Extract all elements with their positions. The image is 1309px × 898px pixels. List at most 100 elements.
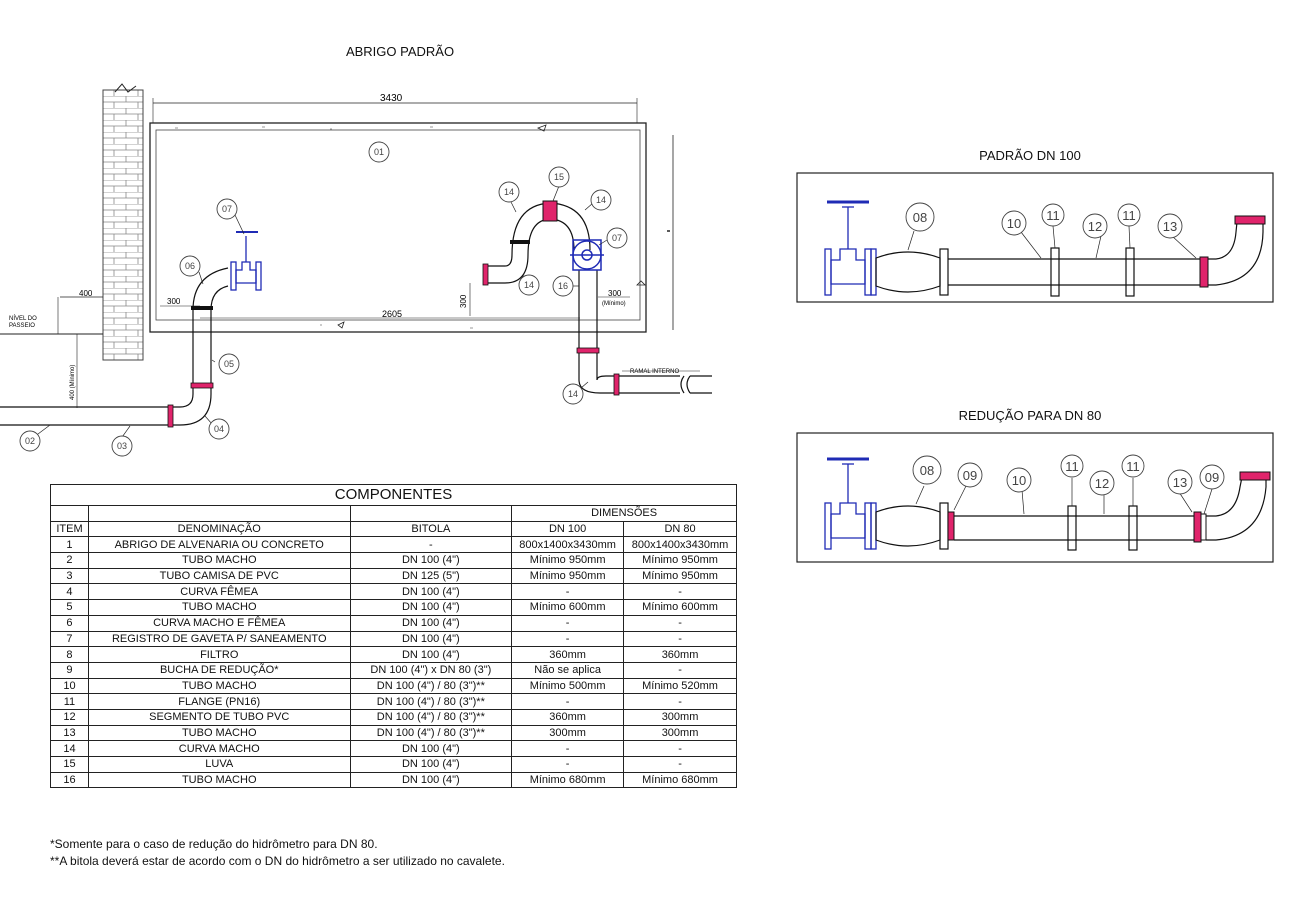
table-title: COMPONENTES [50, 484, 737, 506]
shelter-outer [149, 122, 647, 333]
cell-bitola: DN 100 (4") [349, 756, 513, 773]
reducao-bubble-11-a: 11 [1065, 459, 1079, 474]
cell-dn80: - [623, 583, 737, 601]
padrao-bubble-12: 12 [1088, 219, 1102, 234]
cell-bitola: DN 100 (4") [349, 771, 513, 789]
cell-item: 7 [50, 630, 89, 648]
footnote-2: **A bitola deverá estar de acordo com o … [50, 854, 505, 868]
footnote-1: *Somente para o caso de redução do hidrô… [50, 837, 378, 851]
cell-dn80: Mínimo 680mm [623, 771, 737, 789]
bubble-14-a: 14 [504, 187, 514, 197]
left-joints [167, 306, 214, 428]
cell-item: 9 [50, 661, 89, 679]
cell-bitola: DN 100 (4") / 80 (3")** [349, 677, 513, 695]
cell-dn80: - [623, 756, 737, 773]
table-title-row: COMPONENTES [50, 484, 737, 506]
bubble-02: 02 [25, 436, 35, 446]
header-dn100: DN 100 [511, 520, 625, 538]
reducao-bubble-13: 13 [1173, 475, 1187, 490]
reducao-bubble-12: 12 [1095, 476, 1109, 491]
header-bitola: BITOLA [349, 520, 513, 538]
reducao-valve [824, 457, 872, 550]
cell-bitola: DN 100 (4") x DN 80 (3") [349, 661, 513, 679]
header-item: ITEM [50, 520, 89, 538]
footnotes: *Somente para o caso de redução do hidrô… [50, 836, 505, 870]
cell-dn80: - [623, 630, 737, 648]
cell-dn100: - [511, 693, 625, 710]
right-valve [570, 239, 604, 271]
right-pipe [485, 202, 712, 394]
padrao-title: PADRÃO DN 100 [979, 148, 1081, 163]
cell-dn100: 800x1400x3430mm [511, 536, 625, 554]
cell-bitola: - [349, 536, 513, 554]
bubble-01: 01 [374, 147, 384, 157]
nivel-line1: NÍVEL DO [9, 315, 37, 322]
cell-denominacao: TUBO MACHO [87, 771, 351, 789]
bubble-14-b: 14 [596, 195, 606, 205]
cell-dn100: Mínimo 600mm [511, 599, 625, 616]
dim-400: 400 [79, 289, 93, 298]
cell-denominacao: TUBO MACHO [87, 677, 351, 695]
reducao-bubble-09-a: 09 [963, 468, 977, 483]
dim-300-vertical: 300 [459, 294, 468, 308]
cell-denominacao: LUVA [87, 756, 351, 773]
cell-dn80: 300mm [623, 708, 737, 726]
header-dn80: DN 80 [623, 520, 737, 538]
cell-item: 10 [50, 677, 89, 695]
left-pipe [0, 267, 229, 426]
cell-denominacao: TUBO MACHO [87, 599, 351, 616]
bubble-14-d: 14 [568, 389, 578, 399]
bubble-07-left: 07 [222, 204, 232, 214]
cell-dn100: - [511, 583, 625, 601]
cell-dn80: Mínimo 950mm [623, 567, 737, 585]
cell-item: 1 [50, 536, 89, 554]
brick-wall [102, 89, 144, 361]
dim-400-vertical: 400 (Mínimo) [70, 365, 76, 400]
cell-item: 3 [50, 567, 89, 585]
cell-dn100: Mínimo 950mm [511, 567, 625, 585]
cell-bitola: DN 100 (4") [349, 646, 513, 663]
cell-item: 8 [50, 646, 89, 663]
padrao-detail: 08 10 11 12 11 13 [796, 172, 1274, 303]
cell-dn80: 360mm [623, 646, 737, 663]
cell-dn80: - [623, 614, 737, 632]
cell-dn100: 300mm [511, 724, 625, 742]
bubble-06: 06 [185, 261, 195, 271]
bubble-05: 05 [224, 359, 234, 369]
cell-item: 2 [50, 552, 89, 569]
bubble-07-right: 07 [612, 233, 622, 243]
cell-denominacao: ABRIGO DE ALVENARIA OU CONCRETO [87, 536, 351, 554]
cell-denominacao: FLANGE (PN16) [87, 693, 351, 710]
dim-minimo: (Mínimo) [602, 301, 626, 307]
cell-bitola: DN 125 (5") [349, 567, 513, 585]
cell-dn100: 360mm [511, 708, 625, 726]
dim-3430: 3430 [380, 93, 403, 104]
cell-denominacao: CURVA MACHO E FÊMEA [87, 614, 351, 632]
cell-dn100: Não se aplica [511, 661, 625, 679]
cell-dn80: Mínimo 950mm [623, 552, 737, 569]
cell-denominacao: BUCHA DE REDUÇÃO* [87, 661, 351, 679]
padrao-bubble-10: 10 [1007, 216, 1021, 231]
dim-300-left: 300 [167, 297, 181, 306]
dim-300-right: 300 [608, 289, 622, 298]
cell-dn80: 300mm [623, 724, 737, 742]
cell-denominacao: CURVA FÊMEA [87, 583, 351, 601]
abrigo-title: ABRIGO PADRÃO [345, 44, 455, 59]
padrao-valve [824, 200, 872, 296]
bubble-14-c: 14 [524, 280, 534, 290]
reducao-detail: 08 09 10 11 12 11 13 09 [796, 432, 1274, 563]
cell-bitola: DN 100 (4") [349, 630, 513, 648]
components-table: COMPONENTES DIMENSÕES ITEM DENOMINAÇÃO B… [50, 484, 737, 789]
